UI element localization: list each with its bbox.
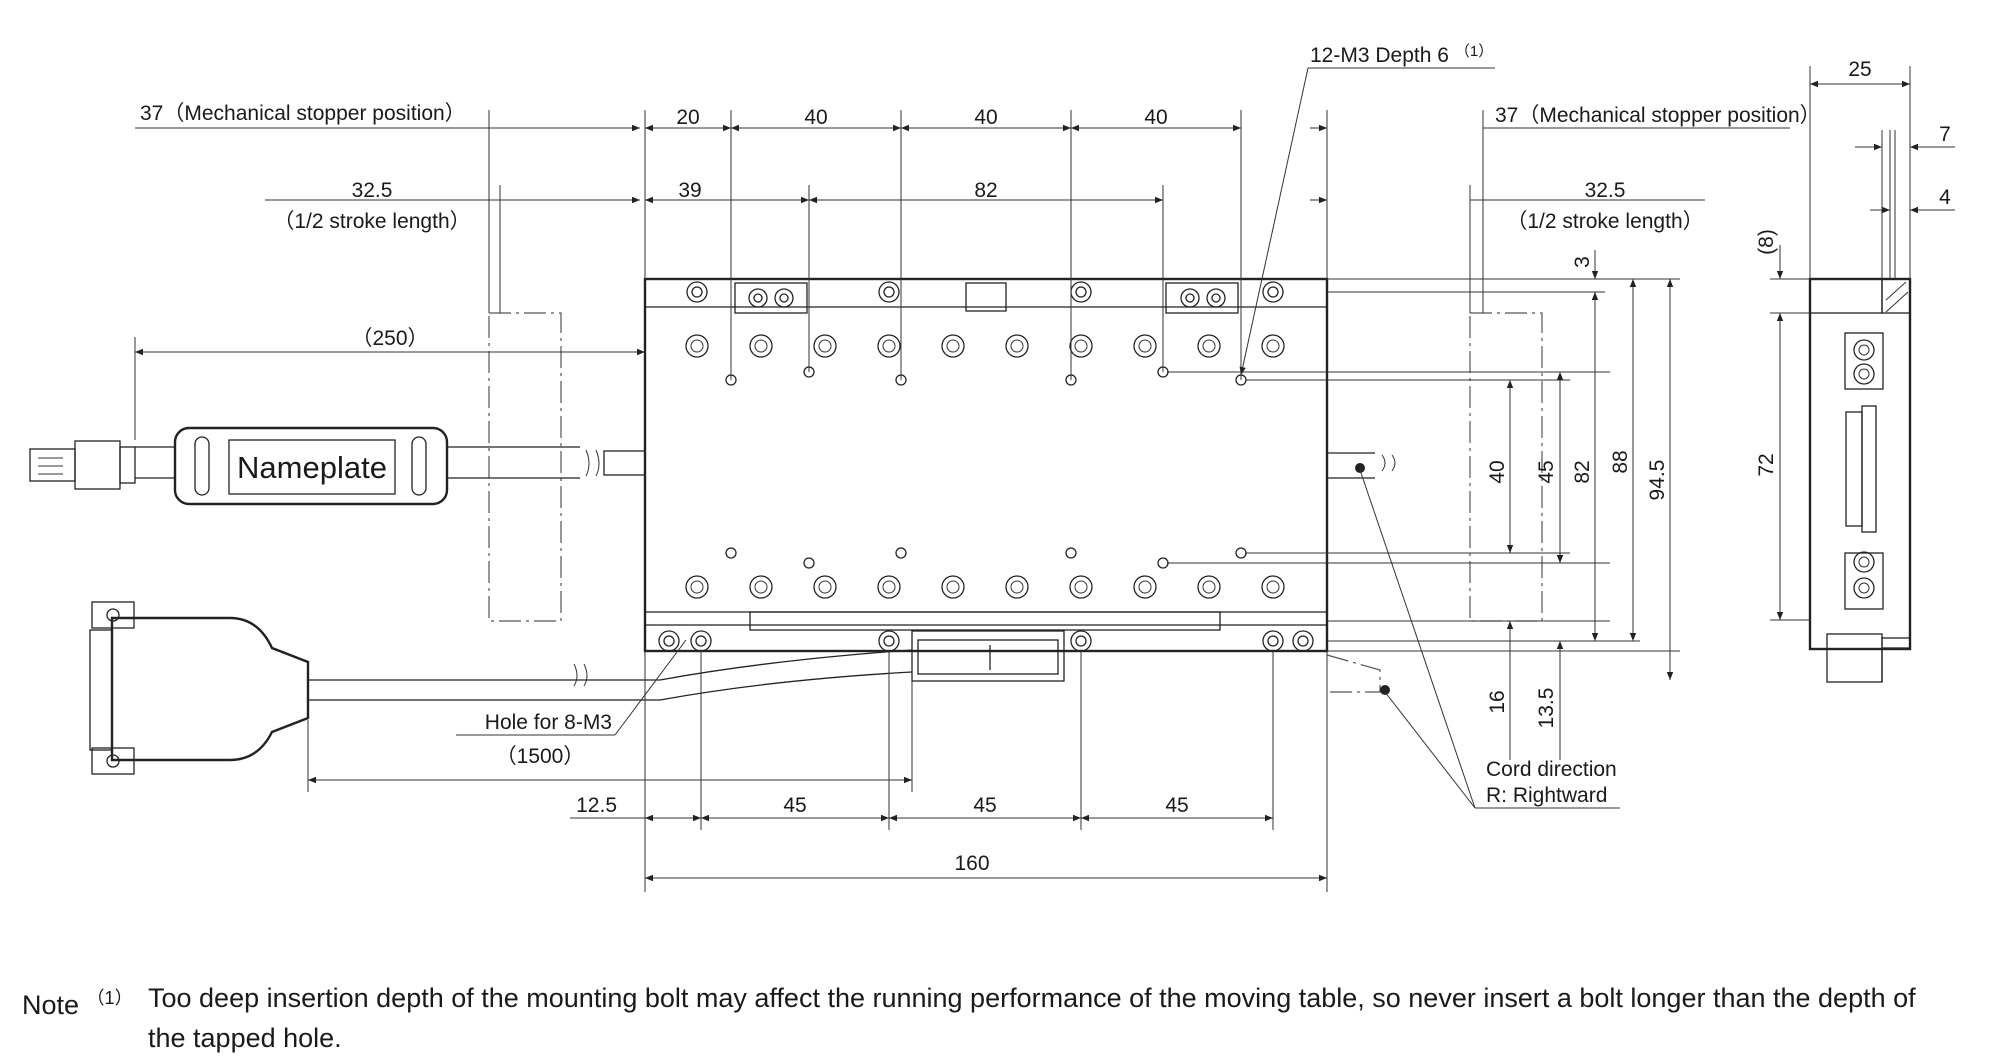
dim-half-stroke-left: 32.5 <box>352 179 393 202</box>
dim-1500: （1500） <box>496 745 585 768</box>
top-clamp-left <box>734 282 808 314</box>
label-cord-direction: Cord direction <box>1486 758 1617 781</box>
dim-40-a: 40 <box>804 106 827 129</box>
top-center-tab <box>965 282 1007 312</box>
dim-82-top: 82 <box>974 179 997 202</box>
dim-side-72: 72 <box>1755 453 1778 476</box>
dim-39: 39 <box>678 179 701 202</box>
dim-94-5: 94.5 <box>1646 460 1669 501</box>
dim-45-c: 45 <box>1165 794 1188 817</box>
label-tapped-holes: 12-M3 Depth 6 （1） <box>1310 43 1493 67</box>
nameplate-tag: Nameplate <box>173 426 449 506</box>
dim-half-stroke-label-right: （1/2 stroke length） <box>1506 210 1703 233</box>
dim-40-right: 40 <box>1486 460 1509 483</box>
label-mount-holes: Hole for 8-M3 <box>485 711 612 734</box>
nameplate-label: Nameplate <box>237 450 387 485</box>
label-tapped-holes-ref: （1） <box>1455 43 1493 60</box>
label-tapped-holes-text: 12-M3 Depth 6 <box>1310 44 1449 67</box>
dim-45-b: 45 <box>973 794 996 817</box>
dim-side-8: (8) <box>1755 229 1778 255</box>
rj-plug-icon <box>29 440 136 490</box>
dim-160: 160 <box>954 852 989 875</box>
screw-row-top <box>685 334 1285 358</box>
cord-stub-right <box>1326 452 1396 695</box>
dim-stopper-right: 37（Mechanical stopper position） <box>1495 104 1821 127</box>
dim-250: （250） <box>351 327 428 350</box>
dim-88: 88 <box>1609 450 1632 473</box>
top-clamp-right <box>1165 282 1239 314</box>
stroke-extent-outlines <box>488 312 1543 622</box>
stage-body <box>643 277 1329 653</box>
dimension-lines <box>134 66 1955 892</box>
footnote-label-text: Note <box>22 990 80 1020</box>
dim-13-5: 13.5 <box>1535 688 1558 729</box>
dim-side-4: 4 <box>1939 186 1951 209</box>
dim-45-right: 45 <box>1535 460 1558 483</box>
edge-holes-top <box>686 281 1284 303</box>
cable-left <box>135 446 646 479</box>
dim-side-25: 25 <box>1848 58 1871 81</box>
dim-side-7: 7 <box>1939 123 1951 146</box>
footnote-label: Note （1） <box>22 978 133 1025</box>
footnote-text: Too deep insertion depth of the mounting… <box>148 983 1916 1053</box>
dim-half-stroke-right: 32.5 <box>1585 179 1626 202</box>
dim-12-5: 12.5 <box>576 794 617 817</box>
footnote-ref: （1） <box>86 988 133 1008</box>
cable-connector-block <box>911 630 1065 682</box>
tapped-holes <box>725 366 1247 569</box>
dimension-labels: 37（Mechanical stopper position） 37（Mecha… <box>140 43 1951 875</box>
dim-45-a: 45 <box>783 794 806 817</box>
dim-40-b: 40 <box>974 106 997 129</box>
label-cord-rightward: R: Rightward <box>1486 784 1607 807</box>
side-view <box>1808 277 1912 683</box>
dim-3: 3 <box>1571 256 1594 268</box>
dim-82-right: 82 <box>1571 460 1594 483</box>
screw-row-bottom <box>685 575 1285 599</box>
mount-holes-bottom <box>658 630 1314 652</box>
d-sub-connector-icon <box>89 601 310 775</box>
dim-40-c: 40 <box>1144 106 1167 129</box>
cable-lower <box>308 649 913 701</box>
dim-stopper-left: 37（Mechanical stopper position） <box>140 102 466 125</box>
dim-20: 20 <box>676 106 699 129</box>
dim-half-stroke-label-left: （1/2 stroke length） <box>273 210 470 233</box>
dim-16: 16 <box>1486 690 1509 713</box>
